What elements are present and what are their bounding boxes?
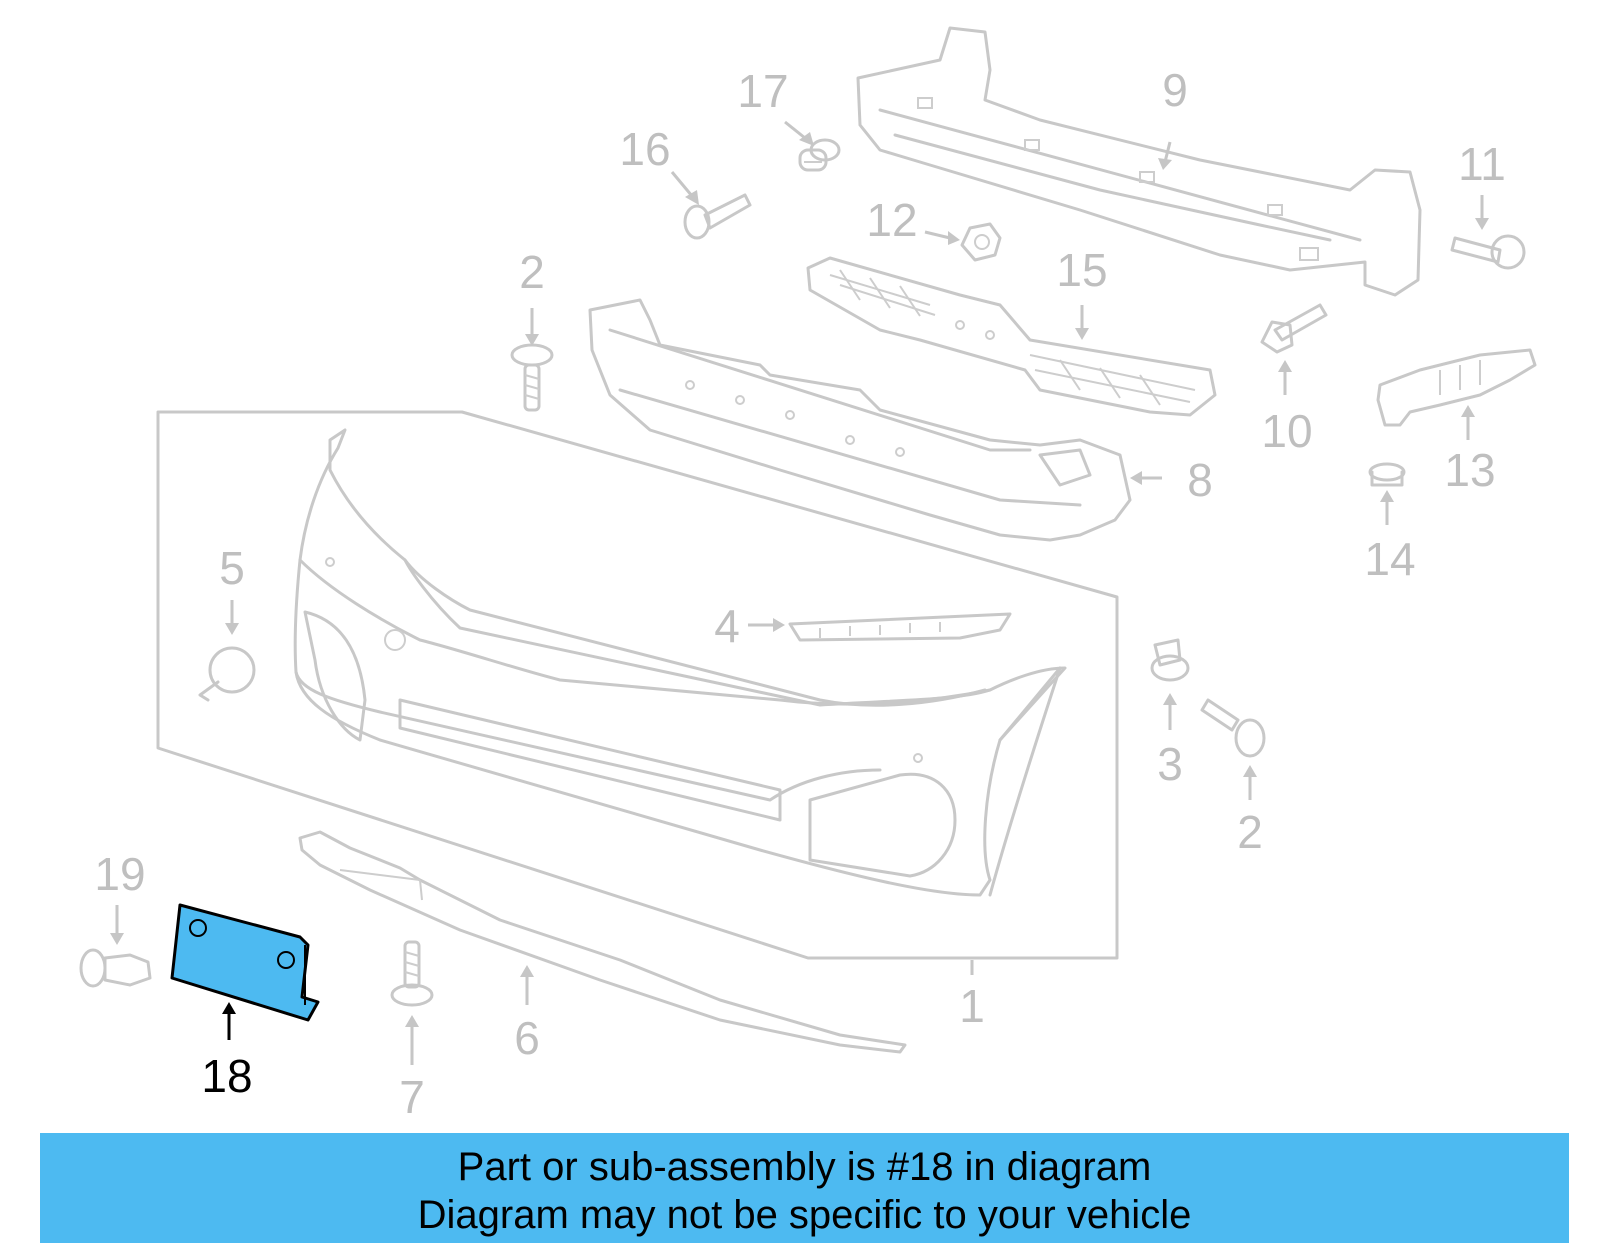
callout-4: 4: [714, 600, 740, 652]
part-16-bolt[interactable]: [683, 193, 752, 240]
callout-10: 10: [1261, 405, 1312, 457]
leader-arrows: [110, 120, 1489, 1065]
callout-labels: 1 2 2 3 4 5 6 7 8 9 10 11 12 13 14 15 16…: [94, 64, 1505, 1123]
callout-5: 5: [219, 542, 245, 594]
part-11-bolt[interactable]: [1450, 234, 1526, 270]
callout-16: 16: [619, 123, 670, 175]
callout-9: 9: [1162, 64, 1188, 116]
part-2-screw-lower[interactable]: [1200, 698, 1266, 758]
callout-13: 13: [1444, 444, 1495, 496]
callout-11: 11: [1458, 138, 1506, 190]
part-3-push-pin[interactable]: [1150, 638, 1190, 682]
part-9-reinforcement[interactable]: [856, 26, 1422, 297]
callout-2-lower: 2: [1237, 806, 1263, 858]
part-14-nut[interactable]: [1368, 462, 1406, 487]
part-12-nut[interactable]: [960, 222, 1002, 262]
callout-1: 1: [959, 980, 985, 1032]
part-13-bracket[interactable]: [1376, 348, 1537, 427]
banner-part-note: Part or sub-assembly is #18 in diagram: [457, 1145, 1152, 1189]
callout-15: 15: [1056, 244, 1107, 296]
part-5-plug[interactable]: [198, 646, 256, 702]
bumper-assembly-box: [156, 410, 1119, 960]
part-6-spoiler[interactable]: [298, 830, 907, 1054]
callout-18: 18: [201, 1050, 252, 1102]
callout-2-upper: 2: [519, 246, 545, 298]
callout-7: 7: [399, 1071, 425, 1123]
callout-8: 8: [1187, 454, 1213, 506]
part-17-push-pin[interactable]: [798, 138, 841, 172]
callout-14: 14: [1364, 533, 1415, 585]
part-18-plate-bracket[interactable]: [170, 903, 320, 1022]
callout-3: 3: [1157, 738, 1183, 790]
callout-6: 6: [514, 1012, 540, 1064]
part-1-bumper-cover[interactable]: [293, 428, 1067, 975]
part-15-grille[interactable]: [806, 256, 1217, 417]
part-8-absorber[interactable]: [588, 298, 1132, 542]
info-banner: Part or sub-assembly is #18 in diagram D…: [40, 1133, 1569, 1243]
part-4-trim[interactable]: [788, 612, 1012, 642]
part-7-bolt[interactable]: [390, 940, 434, 1007]
part-18-highlight: [170, 903, 320, 1022]
part-2-screw-upper[interactable]: [510, 343, 554, 412]
part-10-bolt[interactable]: [1260, 303, 1328, 354]
callout-17: 17: [737, 65, 788, 117]
part-19-clip[interactable]: [79, 948, 152, 988]
banner-disclaimer: Diagram may not be specific to your vehi…: [417, 1193, 1192, 1237]
callout-19: 19: [94, 848, 145, 900]
callout-12: 12: [866, 194, 917, 246]
